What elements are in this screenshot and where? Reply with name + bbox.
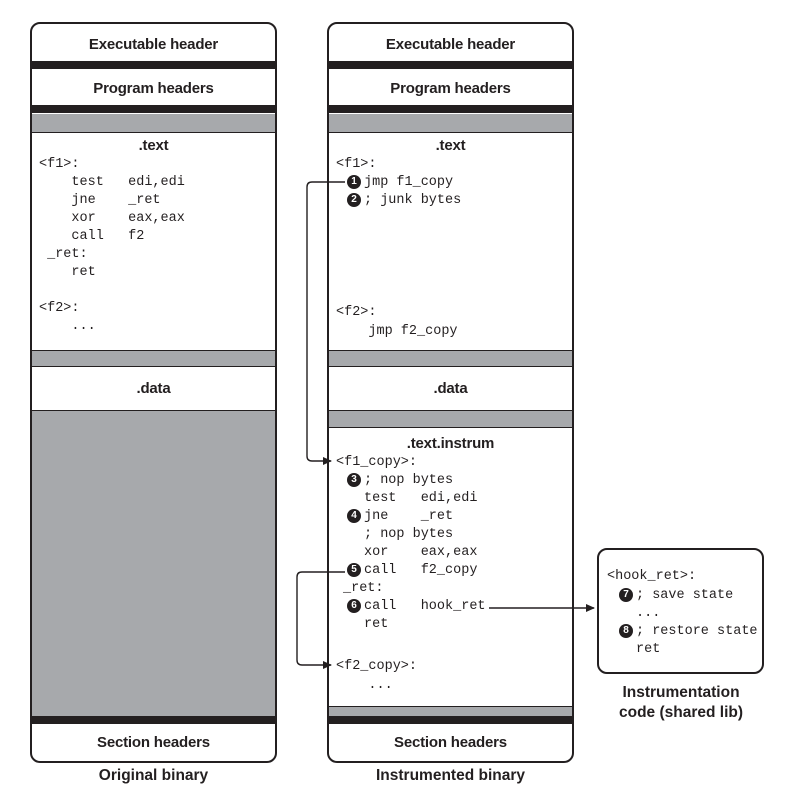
code-line: ret	[39, 265, 96, 280]
f1-copy-label: <f1_copy>:	[336, 455, 418, 470]
code-line: _ret:	[343, 581, 384, 596]
segment-gap	[32, 350, 275, 367]
code-line: jne _ret	[39, 193, 161, 208]
instrumented-binary: Executable header Program headers .text …	[327, 22, 574, 763]
code-line: 8; restore state	[619, 623, 758, 641]
divider	[329, 716, 572, 724]
executable-header: Executable header	[385, 36, 516, 53]
code-line: <f2>:	[39, 301, 80, 316]
code-line: ...	[636, 606, 661, 621]
text-section-title: .text	[435, 137, 466, 154]
code-line: ret	[636, 642, 661, 657]
step-marker-8: 8	[619, 624, 633, 638]
section-headers: Section headers	[394, 734, 507, 751]
step-marker-7: 7	[619, 588, 633, 602]
program-headers: Program headers	[93, 80, 214, 97]
instrumented-binary-caption: Instrumented binary	[376, 767, 525, 784]
divider	[32, 105, 275, 113]
code-line: ret	[364, 617, 389, 632]
divider	[329, 105, 572, 113]
code-line: test edi,edi	[364, 491, 478, 506]
step-marker-1: 1	[347, 175, 361, 189]
divider	[32, 132, 275, 133]
instrumentation-code-caption: Instrumentation code (shared lib)	[618, 684, 744, 721]
step-marker-3: 3	[347, 473, 361, 487]
segment-gap	[32, 114, 275, 132]
program-headers: Program headers	[390, 80, 511, 97]
segment-gap	[329, 114, 572, 132]
divider	[32, 716, 275, 724]
code-line: test edi,edi	[39, 175, 185, 190]
code-line: 7; save state	[619, 587, 758, 605]
original-binary: Executable header Program headers .text …	[30, 22, 277, 763]
code-line: xor eax,eax	[39, 211, 185, 226]
code-line: ...	[39, 319, 96, 334]
step-marker-6: 6	[347, 599, 361, 613]
hook-ret-box: <hook_ret>: 7; save state... 8; restore s…	[597, 548, 764, 674]
original-binary-caption: Original binary	[98, 767, 209, 784]
segment-gap	[329, 350, 572, 367]
f2-copy-label: <f2_copy>:	[336, 659, 418, 674]
step-marker-2: 2	[347, 193, 361, 207]
hook-ret-label: <hook_ret>:	[607, 569, 697, 584]
segment-gap	[329, 410, 572, 428]
executable-header: Executable header	[88, 36, 219, 53]
section-headers: Section headers	[97, 734, 210, 751]
code-line: ; nop bytes	[364, 527, 454, 542]
f2-copy-body: ...	[336, 678, 393, 693]
divider	[329, 61, 572, 69]
text-section-title: .text	[138, 137, 169, 154]
data-section-title: .data	[136, 380, 171, 397]
code-line: <f1>:	[39, 157, 80, 172]
code-line: call f2	[39, 229, 145, 244]
empty-region	[32, 410, 275, 716]
f1-label: <f1>:	[336, 157, 377, 172]
divider	[32, 61, 275, 69]
code-line: _ret:	[39, 247, 88, 262]
text-instrum-title: .text.instrum	[406, 435, 495, 452]
code-line: 2; junk bytes	[347, 192, 461, 210]
f2-body: jmp f2_copy	[336, 324, 458, 339]
divider	[329, 132, 572, 133]
code-line	[39, 282, 185, 300]
f2-label: <f2>:	[336, 305, 377, 320]
code-line: xor eax,eax	[364, 545, 478, 560]
segment-gap	[329, 706, 572, 716]
data-section-title: .data	[433, 380, 468, 397]
text-section-code: <f1>: test edi,edi jne _ret xor eax,eax …	[39, 156, 185, 336]
code-line: 3; nop bytes	[347, 472, 486, 490]
step-marker-4: 4	[347, 509, 361, 523]
step-marker-5: 5	[347, 563, 361, 577]
